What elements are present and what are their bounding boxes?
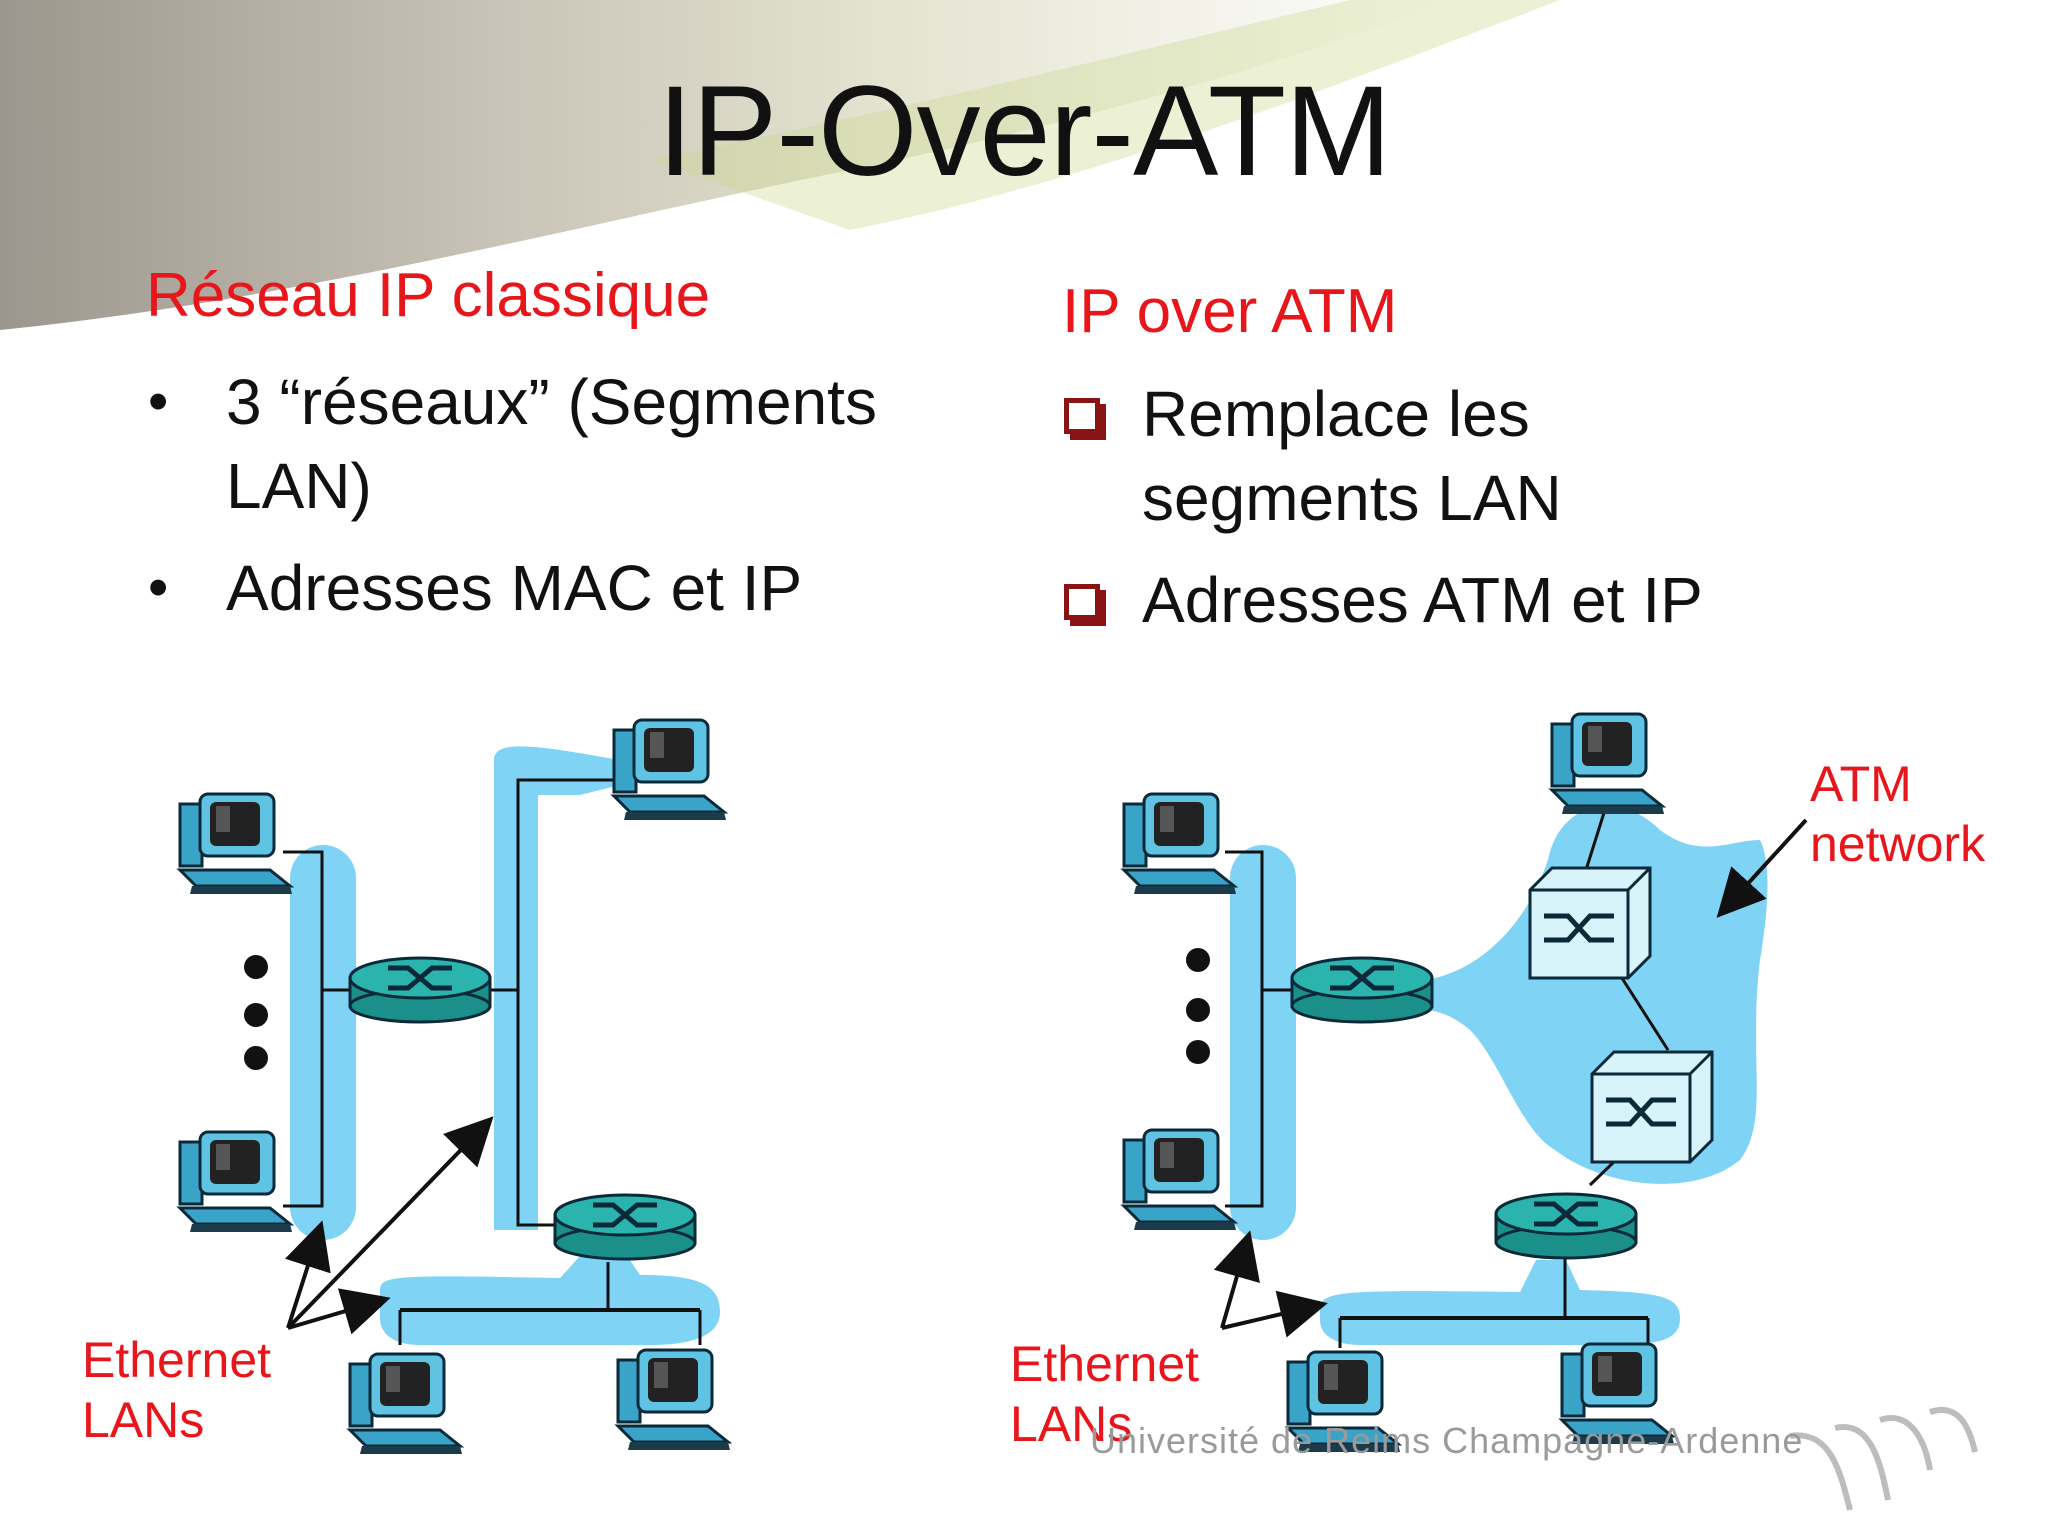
router-icon <box>555 1195 695 1259</box>
left-column-heading: Réseau IP classique <box>146 261 711 330</box>
router-icon <box>1496 1194 1636 1258</box>
computer-icon <box>348 1352 464 1456</box>
router-icon <box>350 958 490 1022</box>
right-column-heading: IP over ATM <box>1062 277 1398 346</box>
right-network-diagram <box>1122 712 1808 1454</box>
arrow-icon <box>286 1116 494 1330</box>
computer-icon <box>1122 792 1238 896</box>
left-ethernet-lans-label: Ethernet LANs <box>82 1332 272 1448</box>
ellipsis-dot <box>244 1003 268 1027</box>
arrow-icon <box>1213 1230 1260 1329</box>
computer-icon <box>178 792 294 896</box>
slide-title: IP-Over-ATM <box>657 60 1391 203</box>
computer-icon <box>616 1348 732 1452</box>
ellipsis-dot <box>1186 1040 1210 1064</box>
right-bullet-item: Adresses ATM et IP <box>1062 558 1822 642</box>
ellipsis-dot <box>244 1046 268 1070</box>
bullet-dot-icon: • <box>148 369 169 434</box>
right-bullet-list: Remplace les segments LAN Adresses ATM e… <box>1062 372 1822 660</box>
left-bullet-list: •3 “réseaux” (Segments LAN) •Adresses MA… <box>146 360 906 648</box>
arrow-icon <box>284 1220 331 1329</box>
square-bullet-icon <box>1064 584 1100 620</box>
arrow-icon <box>1221 1290 1328 1338</box>
ellipsis-dot <box>244 955 268 979</box>
arrow-icon <box>287 1288 391 1335</box>
right-ethernet-lans-label: Ethernet LANs <box>1010 1336 1200 1452</box>
left-bullet-item: •3 “réseaux” (Segments LAN) <box>146 360 906 528</box>
arrow-icon <box>1716 818 1808 918</box>
bullet-dot-icon: • <box>148 555 169 620</box>
lan-segment-horizontal-bottom <box>380 1245 720 1345</box>
computer-icon <box>1122 1128 1238 1232</box>
lan-segment-horizontal-bottom <box>1320 1260 1680 1345</box>
university-footer: Université de Reims Champagne-Ardenne <box>1090 1420 1804 1461</box>
atm-switch-icon <box>1592 1052 1712 1162</box>
computer-icon <box>1550 712 1666 816</box>
university-logo <box>1789 1407 1978 1511</box>
computer-icon <box>612 718 728 822</box>
lan-segment-vertical-middle <box>494 746 640 1230</box>
left-network-diagram <box>178 718 732 1456</box>
atm-switch-icon <box>1530 868 1650 978</box>
router-icon <box>1292 958 1432 1022</box>
computer-icon <box>178 1130 294 1234</box>
ellipsis-dot <box>1186 948 1210 972</box>
atm-network-label: ATM network <box>1810 756 1986 872</box>
background-photo <box>0 0 1560 330</box>
ellipsis-dot <box>1186 998 1210 1022</box>
right-bullet-item: Remplace les segments LAN <box>1062 372 1822 540</box>
square-bullet-icon <box>1064 398 1100 434</box>
left-bullet-item: •Adresses MAC et IP <box>146 546 906 630</box>
